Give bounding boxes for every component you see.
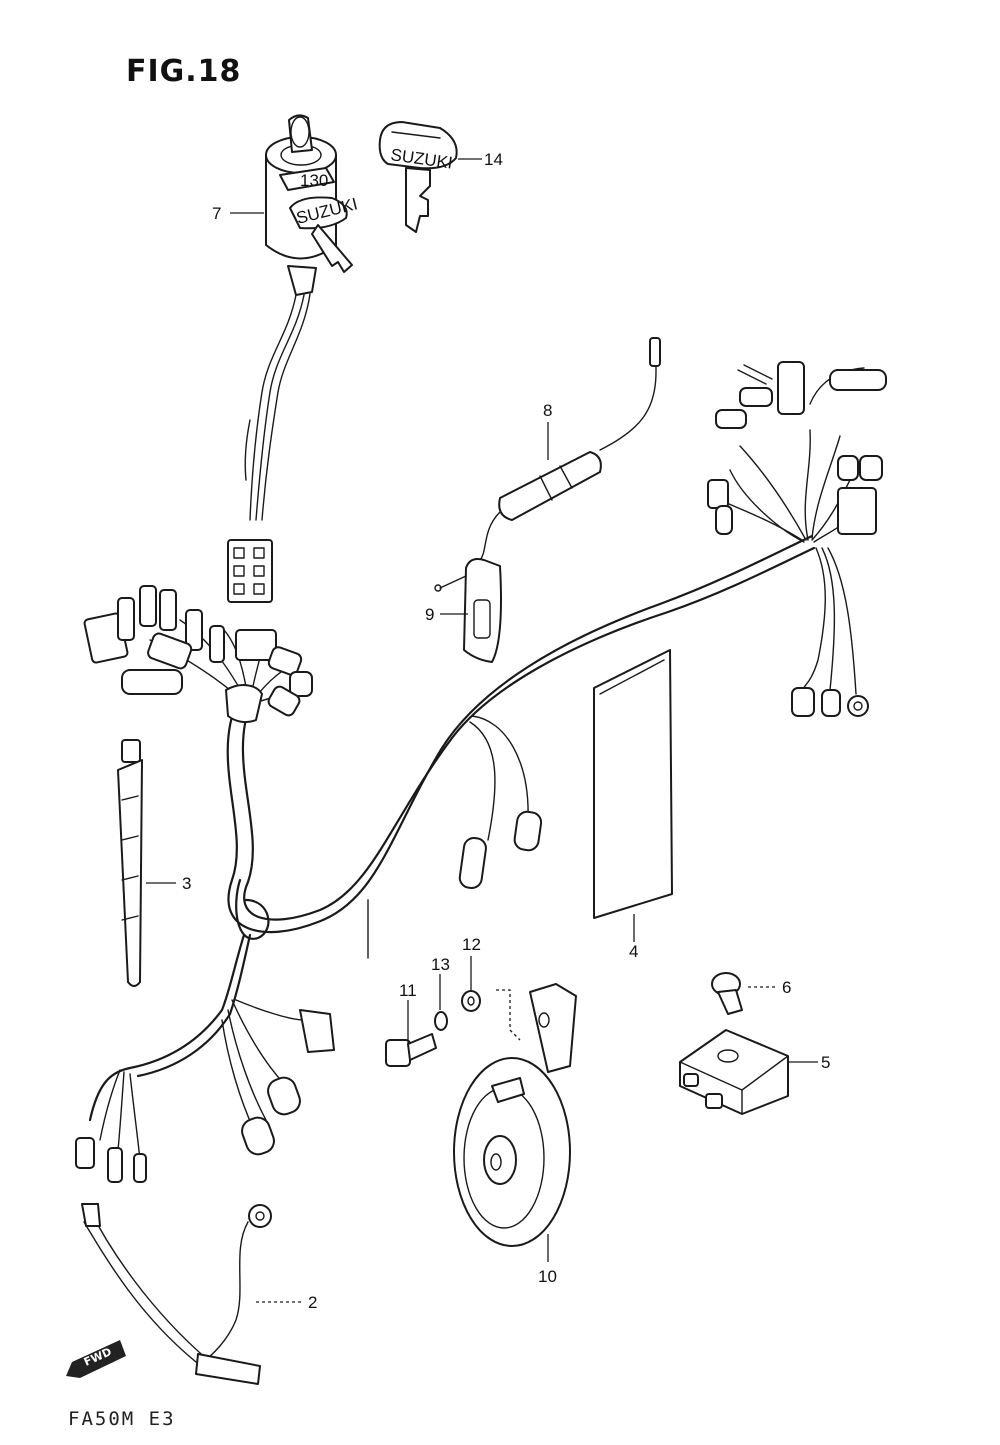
fuse — [434, 558, 502, 663]
callout-10: 10 — [538, 1267, 557, 1286]
key: SUZUKI — [378, 121, 458, 233]
callout-5: 5 — [821, 1053, 830, 1072]
bolt — [385, 1033, 437, 1067]
callout-14: 14 — [484, 150, 503, 169]
ignition-switch: 130 SUZUKI — [227, 114, 359, 603]
relay-unit — [679, 1029, 789, 1115]
callout-6: 6 — [782, 978, 791, 997]
leader-lines — [146, 158, 818, 1303]
fuse-holder — [479, 337, 661, 561]
callout-3: 3 — [182, 874, 191, 893]
callout-4: 4 — [629, 942, 638, 961]
insulator-sheet — [593, 649, 673, 919]
washer — [461, 990, 481, 1012]
callout-8: 8 — [543, 401, 552, 420]
figure-title: FIG.18 — [126, 54, 242, 89]
lock-washer — [434, 1011, 448, 1031]
main-wiring-harness — [75, 361, 887, 1183]
callout-numbers: 7 14 8 9 3 4 6 5 10 11 13 12 2 — [182, 150, 830, 1312]
callout-2: 2 — [308, 1293, 317, 1312]
forward-arrow-tag: FWD — [66, 1340, 126, 1378]
model-code: FA50M E3 — [68, 1408, 176, 1430]
callout-13: 13 — [431, 955, 450, 974]
band-clamp — [117, 739, 143, 987]
bulb — [711, 972, 743, 1015]
ground-lead — [81, 1203, 272, 1385]
horn — [453, 983, 577, 1247]
callout-9: 9 — [425, 605, 434, 624]
callout-11: 11 — [399, 981, 417, 1000]
callout-7: 7 — [212, 204, 221, 223]
callout-12: 12 — [462, 935, 481, 954]
ignition-marking: 130 — [300, 171, 328, 190]
